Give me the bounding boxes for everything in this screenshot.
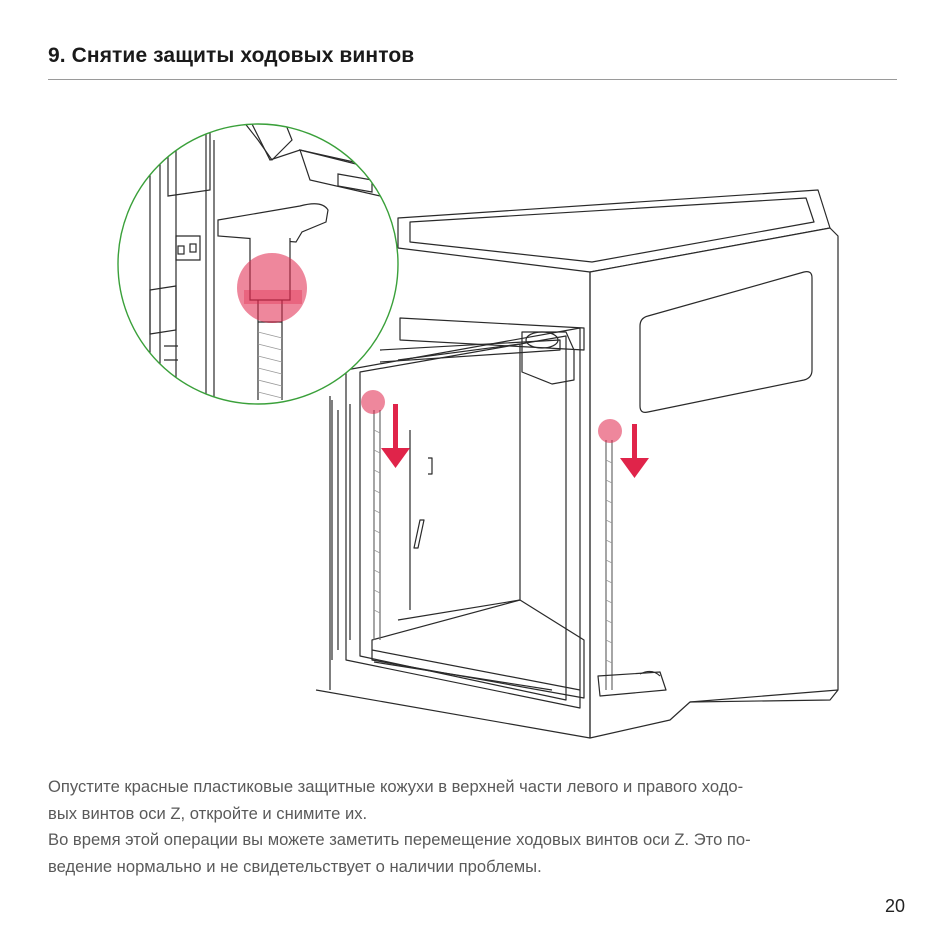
- instruction-line: Во время этой операции вы можете заметит…: [48, 830, 751, 849]
- page-title: 9. Снятие защиты ходовых винтов: [48, 44, 415, 67]
- magnifier-callout: [117, 123, 399, 405]
- page-number: 20: [884, 896, 905, 916]
- instruction-line: вых винтов оси Z, откройте и снимите их.: [48, 803, 368, 823]
- title-divider: [48, 79, 897, 80]
- down-arrow-icon: [381, 404, 649, 478]
- lead-screw-cap-highlight: [361, 390, 622, 443]
- instruction-line: Опустите красные пластиковые защитные ко…: [48, 777, 744, 796]
- instruction-text: Опустите красные пластиковые защитные ко…: [48, 774, 898, 880]
- instruction-line: ведение нормально и не свидетельствует о…: [48, 856, 542, 876]
